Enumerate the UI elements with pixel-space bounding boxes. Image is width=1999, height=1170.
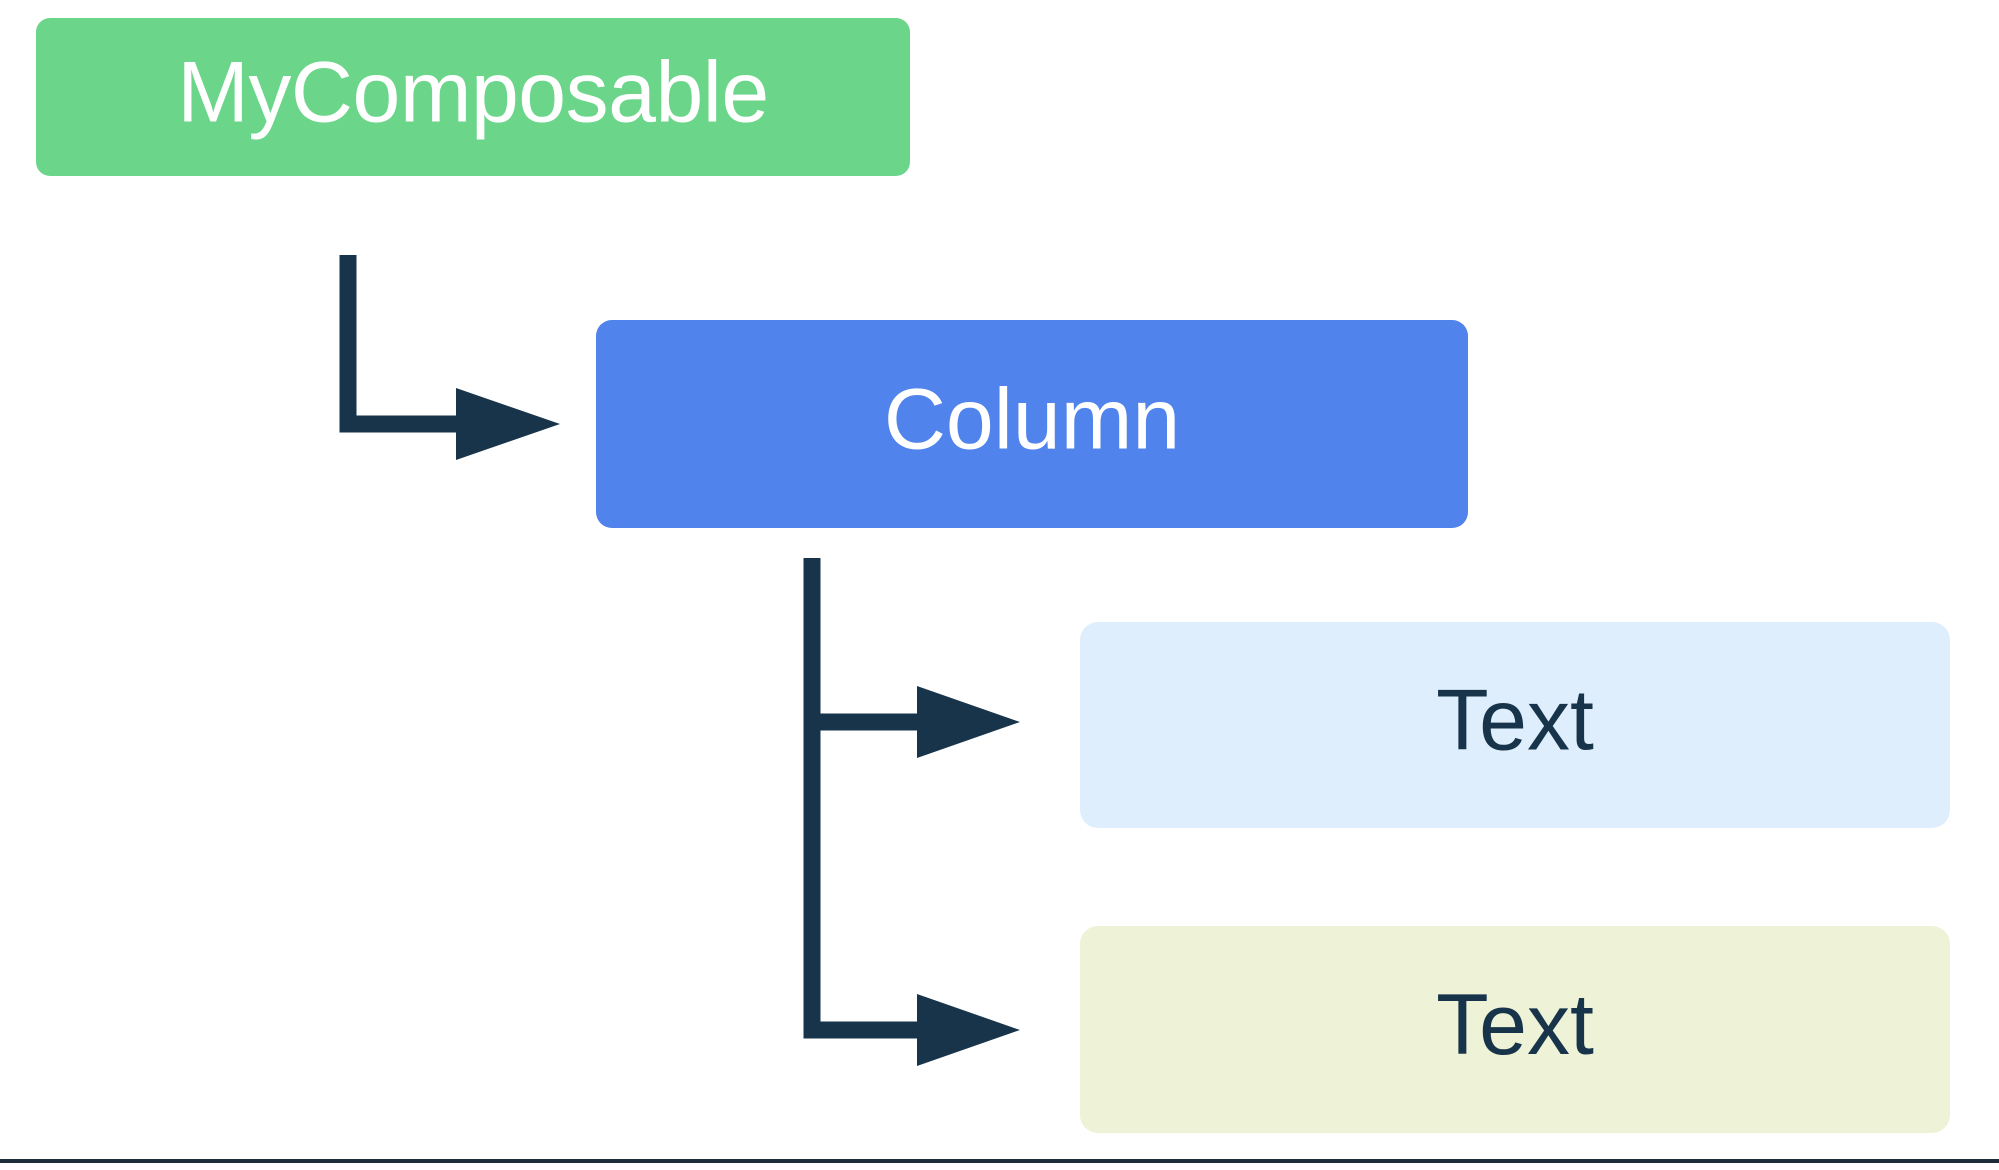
node-text-1[interactable]: Text [1080,622,1950,828]
edge-column-to-text-2-line [803,722,919,1039]
node-my-composable[interactable]: MyComposable [36,18,910,176]
node-my-composable-box[interactable] [36,18,910,176]
edge-column-to-text-2 [803,722,1020,1066]
node-column-label: Column [884,372,1180,468]
node-column[interactable]: Column [596,320,1468,528]
edge-root-to-column-line [339,255,458,433]
edge-root-to-column [339,255,560,460]
edge-column-to-text-1 [803,558,1020,758]
edge-root-to-column-arrowhead [456,388,560,460]
edge-column-to-text-1-line [803,558,919,731]
node-text-2-label: Text [1436,977,1594,1073]
node-text-2-box[interactable] [1080,926,1950,1133]
node-my-composable-label: MyComposable [177,45,768,141]
edge-column-to-text-2-arrowhead [917,994,1020,1066]
node-column-box[interactable] [596,320,1468,528]
node-text-2[interactable]: Text [1080,926,1950,1133]
node-text-1-box[interactable] [1080,622,1950,828]
edge-column-to-text-1-arrowhead [917,686,1020,758]
node-text-1-label: Text [1436,673,1594,769]
